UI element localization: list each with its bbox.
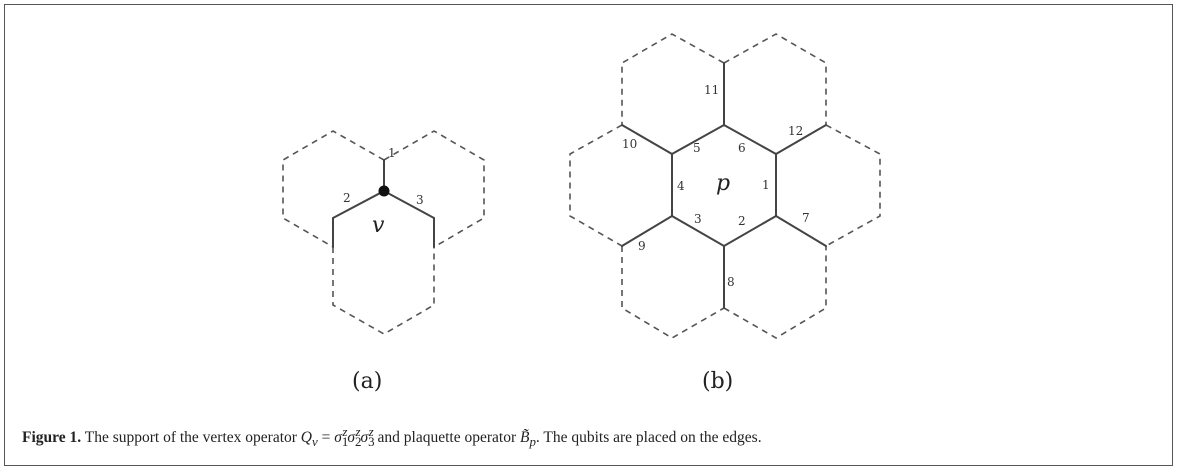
caption-eq: = — [317, 429, 335, 447]
plaquette-label: p — [716, 171, 730, 196]
edge-label-b-11: 11 — [704, 83, 719, 97]
hex-lower-dashed — [332, 247, 435, 335]
sigma-product: σ1zσ2zσ3z — [334, 424, 375, 450]
sublabel-b: (b) — [702, 369, 733, 394]
edge-label-b-9: 9 — [638, 239, 646, 253]
vertex-dot — [378, 185, 390, 197]
edge-label-b-8: 8 — [727, 275, 735, 289]
caption-text-1: The support of the vertex operator — [84, 429, 297, 447]
sublabel-a: (a) — [352, 369, 382, 394]
edge-label-b-5: 5 — [693, 141, 701, 155]
plaquette-operator: B̃p — [519, 429, 536, 450]
edge-label-b-10: 10 — [622, 137, 637, 151]
hex-right-dashed — [825, 124, 881, 247]
edge-b-7 — [775, 215, 827, 247]
edge-label-b-1: 1 — [762, 178, 770, 192]
hex-bottom-right-dashed — [723, 246, 827, 339]
panel-b: 1 2 3 4 5 6 7 8 9 10 11 12 p (b) — [569, 33, 881, 394]
edge-label-a-1: 1 — [388, 146, 396, 160]
edge-a-3 — [383, 190, 435, 219]
caption-label: Figure 1. — [22, 429, 82, 447]
edge-label-b-12: 12 — [788, 124, 803, 138]
edge-label-b-3: 3 — [694, 212, 702, 226]
hex-top-right-dashed — [723, 33, 827, 155]
edge-label-b-2: 2 — [738, 214, 746, 228]
edge-label-b-4: 4 — [677, 179, 685, 193]
edge-label-a-3: 3 — [416, 193, 424, 207]
hex-upper-right-dashed — [383, 130, 485, 248]
hex-left-dashed — [569, 124, 623, 247]
hex-bottom-left-dashed — [621, 246, 725, 339]
edge-b-12 — [775, 124, 827, 155]
vertex-operator: Qv — [300, 429, 318, 450]
edge-b-10 — [621, 124, 673, 155]
edge-b-9 — [621, 215, 673, 247]
figure-frame — [4, 4, 1173, 466]
edge-a-2 — [332, 190, 385, 219]
caption-text-2: and plaquette operator — [377, 429, 517, 447]
edge-label-a-2: 2 — [343, 191, 351, 205]
figure-caption: Figure 1. The support of the vertex oper… — [22, 424, 1152, 450]
vertex-label: v — [372, 213, 385, 238]
edge-label-b-6: 6 — [738, 141, 746, 155]
edge-label-b-7: 7 — [802, 211, 810, 225]
panel-a: 1 2 3 v (a) — [282, 130, 485, 394]
caption-text-3: . The qubits are placed on the edges. — [535, 429, 762, 447]
